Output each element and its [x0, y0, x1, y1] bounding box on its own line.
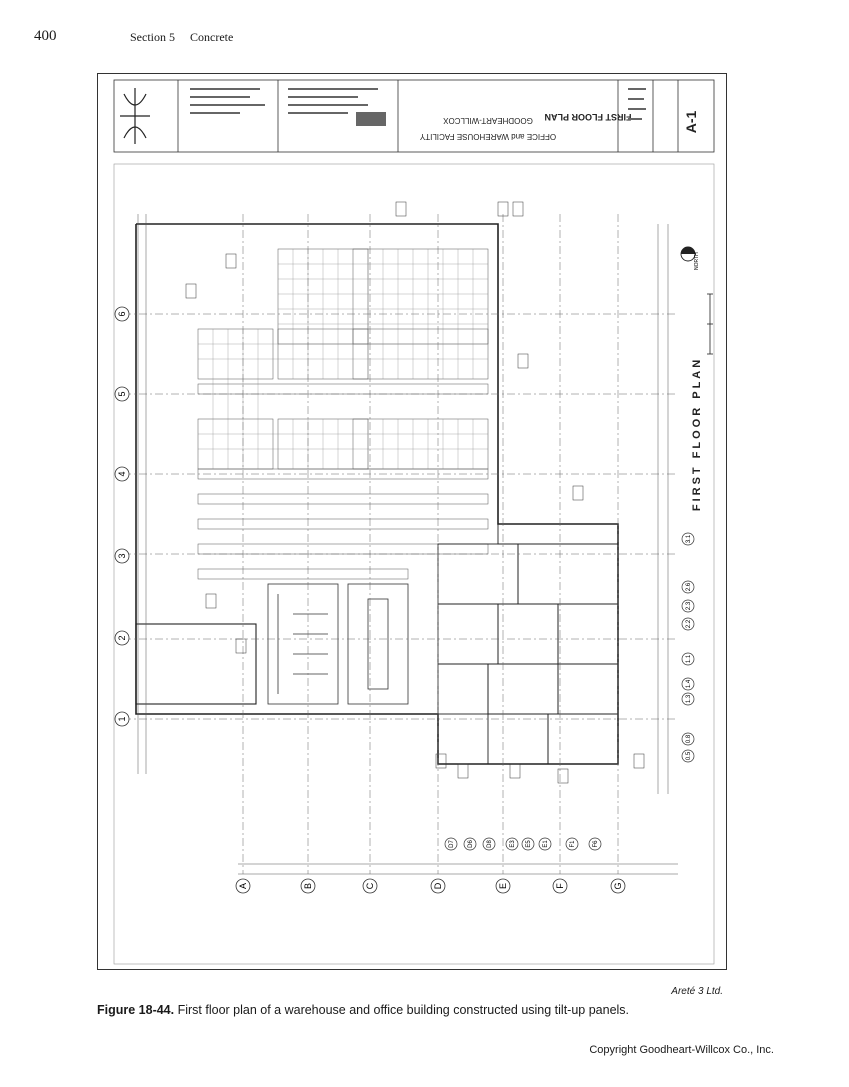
secondary-bubbles: D7 D6 D8 E3 E5 E1 F1 F6 [444, 837, 602, 851]
firm-name: GOODHEART-WILLCOX [443, 116, 533, 125]
callout-tags [185, 201, 645, 784]
svg-text:D7: D7 [449, 840, 455, 848]
storage-racks [197, 248, 489, 580]
rack-gridlines [198, 249, 488, 469]
column-bubbles: 6 5 4 3 2 1 [114, 306, 130, 727]
row-bubble: D [430, 878, 446, 894]
figure-label: Figure 18-44. [97, 1003, 175, 1017]
svg-text:5: 5 [117, 391, 127, 396]
title-block [113, 79, 715, 153]
svg-text:6: 6 [117, 311, 127, 316]
equipment-area [267, 583, 409, 705]
row-bubble: A [235, 878, 251, 894]
svg-text:4: 4 [117, 471, 127, 476]
column-bubble: 4 [114, 466, 130, 482]
svg-text:F6: F6 [593, 840, 599, 848]
column-bubble: 1 [114, 711, 130, 727]
svg-text:F: F [555, 883, 565, 889]
sheet-number: A-1 [683, 111, 699, 134]
page-number: 400 [34, 28, 57, 44]
svg-text:1: 1 [117, 716, 127, 721]
floor-plan-drawing: OFFICE and WAREHOUSE FACILITY GOODHEART-… [113, 79, 715, 965]
svg-text:D6: D6 [468, 840, 474, 848]
column-bubble: 5 [114, 386, 130, 402]
svg-text:C: C [365, 882, 375, 889]
figure-caption: Figure 18-44. First floor plan of a ware… [97, 1003, 737, 1017]
dimension-lines [137, 214, 678, 875]
row-bubble: F [552, 878, 568, 894]
copyright-notice: Copyright Goodheart-Willcox Co., Inc. [589, 1044, 774, 1056]
row-bubbles: A B C D E F G [235, 878, 626, 894]
image-credit: Areté 3 Ltd. [671, 986, 723, 997]
running-head: Section 5 Concrete [130, 30, 233, 45]
svg-text:B: B [303, 883, 313, 889]
section-label: Section 5 [130, 30, 175, 44]
drawing-border [113, 163, 715, 965]
svg-text:0.5: 0.5 [686, 751, 692, 760]
svg-text:E3: E3 [510, 840, 516, 848]
row-bubble: C [362, 878, 378, 894]
svg-text:E5: E5 [526, 840, 532, 848]
svg-text:0.8: 0.8 [686, 734, 692, 743]
row-bubble: E [495, 878, 511, 894]
svg-text:A: A [238, 883, 248, 889]
sheet-title: FIRST FLOOR PLAN [545, 112, 632, 122]
grid-lines [123, 214, 678, 874]
column-bubble: 3 [114, 548, 130, 564]
column-bubble: 2 [114, 630, 130, 646]
svg-text:D8: D8 [487, 840, 493, 848]
right-bubbles: 3.1 2.6 2.3 2.2 1.1 1.4 1.3 0.8 0.5 [681, 532, 695, 763]
svg-text:3.1: 3.1 [686, 534, 692, 543]
chapter-label: Concrete [190, 30, 234, 44]
row-bubble: G [610, 878, 626, 894]
floor-plan-figure: OFFICE and WAREHOUSE FACILITY GOODHEART-… [97, 73, 727, 970]
svg-text:D: D [433, 882, 443, 889]
svg-text:2.3: 2.3 [686, 601, 692, 610]
row-bubble: B [300, 878, 316, 894]
svg-text:NORTH: NORTH [694, 252, 700, 270]
svg-text:2: 2 [117, 635, 127, 640]
svg-text:3: 3 [117, 553, 127, 558]
office-rooms [437, 523, 619, 765]
plan-label: FIRST FLOOR PLAN [691, 357, 703, 511]
svg-text:E: E [498, 883, 508, 889]
scale-bar [707, 293, 713, 355]
project-title: OFFICE and WAREHOUSE FACILITY [419, 132, 556, 141]
north-arrow-icon: NORTH [680, 246, 700, 270]
svg-text:1.1: 1.1 [686, 654, 692, 663]
caption-text: First floor plan of a warehouse and offi… [174, 1003, 630, 1017]
column-bubble: 6 [114, 306, 130, 322]
svg-text:1.3: 1.3 [686, 694, 692, 703]
svg-text:2.2: 2.2 [686, 619, 692, 628]
svg-text:G: G [613, 882, 623, 889]
svg-text:F1: F1 [570, 840, 576, 848]
svg-text:1.4: 1.4 [686, 679, 692, 688]
firm-logo [120, 88, 150, 144]
svg-text:E1: E1 [543, 840, 549, 848]
svg-text:2.6: 2.6 [686, 582, 692, 591]
